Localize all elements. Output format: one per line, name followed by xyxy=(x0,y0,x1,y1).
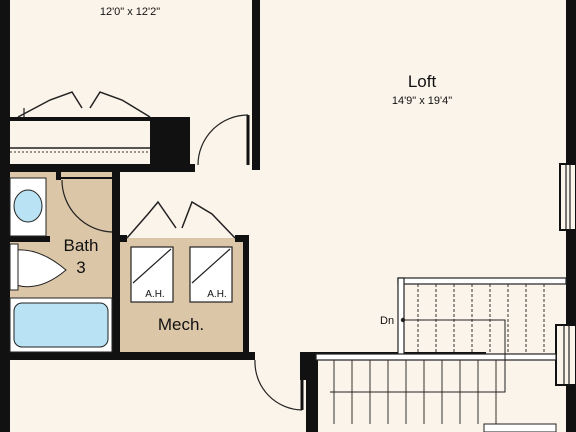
left-exterior-wall xyxy=(0,0,10,432)
air-handler-left xyxy=(130,246,174,303)
bath-name: Bath xyxy=(64,236,99,255)
stair-left-wall xyxy=(306,352,318,432)
bedroom-bifold-door-left xyxy=(17,91,83,118)
bath-hall-wall xyxy=(56,170,61,180)
bottom-threshold xyxy=(483,423,557,432)
mech-bifold-door-right xyxy=(181,200,236,239)
hall-door-jamb xyxy=(300,352,310,380)
right-exterior-wall-mid xyxy=(566,230,576,325)
mech-name: Mech. xyxy=(158,315,204,334)
right-exterior-wall-bottom xyxy=(566,385,576,432)
bedroom-dimensions: 12'0" x 12'2" xyxy=(100,6,160,18)
closet-shelf-top xyxy=(10,117,160,121)
mech-right-wall xyxy=(243,235,249,360)
hall-door-swing xyxy=(254,359,303,411)
bath-bottom-wall xyxy=(0,352,255,360)
bath-door-swing xyxy=(61,179,113,233)
loft-dimensions: 14'9" x 19'4" xyxy=(392,95,452,107)
stair-direction-line xyxy=(330,319,506,393)
closet-pillar xyxy=(150,117,190,165)
bath-hall-floor xyxy=(60,172,115,238)
bedroom-bottom-wall xyxy=(0,164,195,172)
window-upper xyxy=(559,163,576,231)
mech-bifold-door-left xyxy=(126,200,177,239)
right-exterior-wall-top xyxy=(566,0,576,164)
bath-number: 3 xyxy=(76,258,85,277)
bedroom-bifold-door-right xyxy=(89,91,151,118)
toilet-tank xyxy=(9,243,19,291)
air-handler-right-diagonal xyxy=(191,248,231,284)
bathtub-basin xyxy=(13,302,109,348)
window-lower xyxy=(555,324,576,386)
air-handler-right xyxy=(189,246,233,303)
bedroom-right-wall xyxy=(252,0,260,170)
loft-name: Loft xyxy=(408,72,437,91)
stair-down-label: Dn xyxy=(380,315,394,327)
air-handler-left-label: A.H. xyxy=(145,289,164,300)
mech-top-wall-right xyxy=(235,235,249,242)
mech-top-wall-left xyxy=(112,235,127,242)
stair-rail-lower xyxy=(315,353,557,361)
bath-partition-wall xyxy=(10,236,50,242)
bedroom-door-swing xyxy=(197,114,249,166)
sink-basin xyxy=(13,189,43,223)
air-handler-right-label: A.H. xyxy=(207,289,226,300)
stair-rail-top xyxy=(397,277,567,285)
bath-right-wall xyxy=(112,170,120,360)
air-handler-left-diagonal xyxy=(132,248,172,284)
stair-direction-dot xyxy=(400,317,406,323)
